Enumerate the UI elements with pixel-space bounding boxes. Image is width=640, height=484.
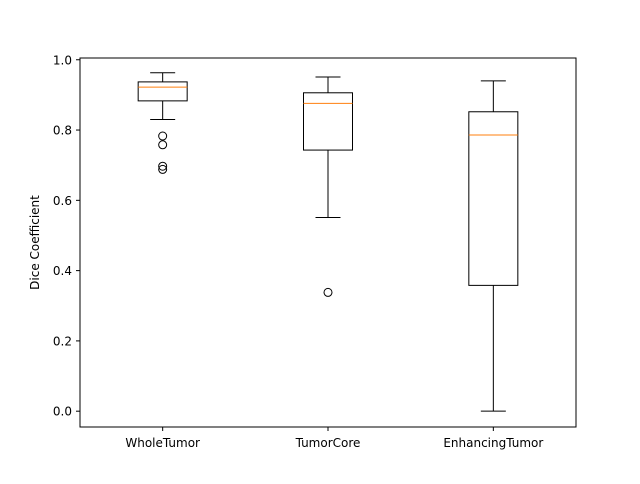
box-group-enhancingtumor <box>468 80 519 412</box>
box-iqr <box>137 81 188 102</box>
x-tick-label: EnhancingTumor <box>443 436 543 450</box>
axes-frame <box>79 57 577 428</box>
box-iqr <box>303 92 353 151</box>
x-tick-label: WholeTumor <box>125 436 200 450</box>
outlier-point <box>158 140 168 150</box>
y-tick-label: 0.8 <box>53 124 72 138</box>
box-group-wholetumor <box>137 72 188 174</box>
outlier-point <box>158 164 168 174</box>
outlier-point <box>158 131 168 141</box>
box-iqr <box>468 111 519 286</box>
y-tick-label: 0.6 <box>53 194 72 208</box>
plot-layer <box>137 72 519 412</box>
x-axis: WholeTumor TumorCore EnhancingTumor <box>125 427 543 450</box>
y-tick-label: 0.2 <box>53 334 72 348</box>
outlier-point <box>158 161 168 171</box>
box-group-tumorcore <box>303 76 353 297</box>
x-tick-label: TumorCore <box>295 436 361 450</box>
y-axis-label: Dice Coefficient <box>28 195 42 290</box>
y-tick-label: 1.0 <box>53 53 72 67</box>
y-tick-label: 0.0 <box>53 405 72 419</box>
y-axis: 0.0 0.2 0.4 0.6 0.8 1.0 <box>53 53 80 419</box>
outlier-point <box>323 287 333 297</box>
y-tick-label: 0.4 <box>53 264 72 278</box>
